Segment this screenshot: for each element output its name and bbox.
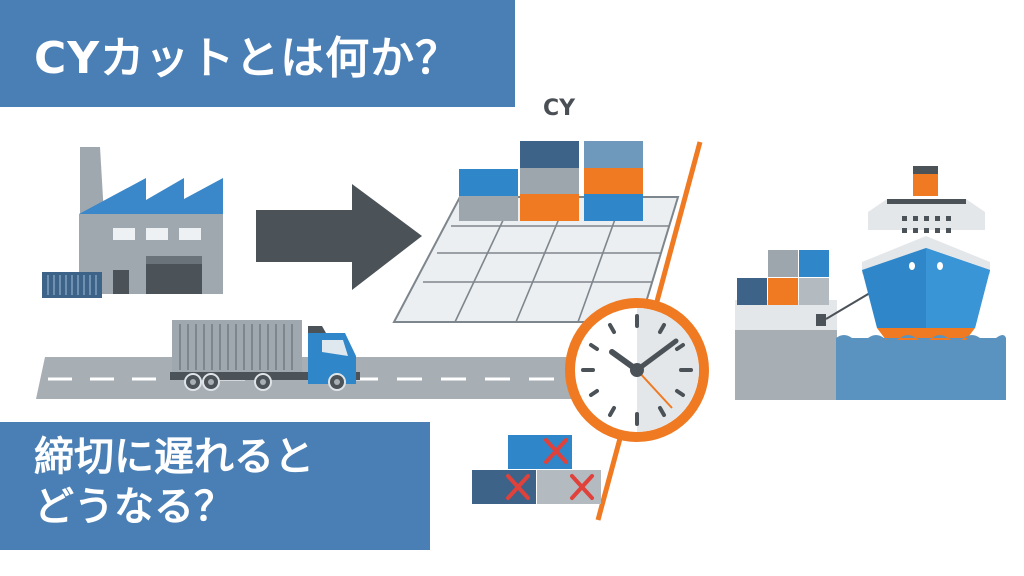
rejected-containers-icon: [472, 435, 601, 504]
container-yard-icon: [392, 141, 680, 323]
title-banner: CYカットとは何か？: [0, 0, 515, 107]
ship-icon: [735, 166, 1006, 400]
cy-label: CY: [543, 96, 576, 121]
subtitle-line-2: どうなる？: [34, 484, 234, 530]
subtitle-banner: 締切に遅れると どうなる？: [0, 422, 430, 550]
subtitle-line-1: 締切に遅れると: [34, 434, 314, 480]
arrow-right-icon: [256, 184, 422, 290]
factory-icon: [42, 147, 223, 298]
page-title: CYカットとは何か？: [34, 32, 461, 84]
truck-icon: [170, 320, 360, 391]
clock-icon: [565, 298, 709, 442]
